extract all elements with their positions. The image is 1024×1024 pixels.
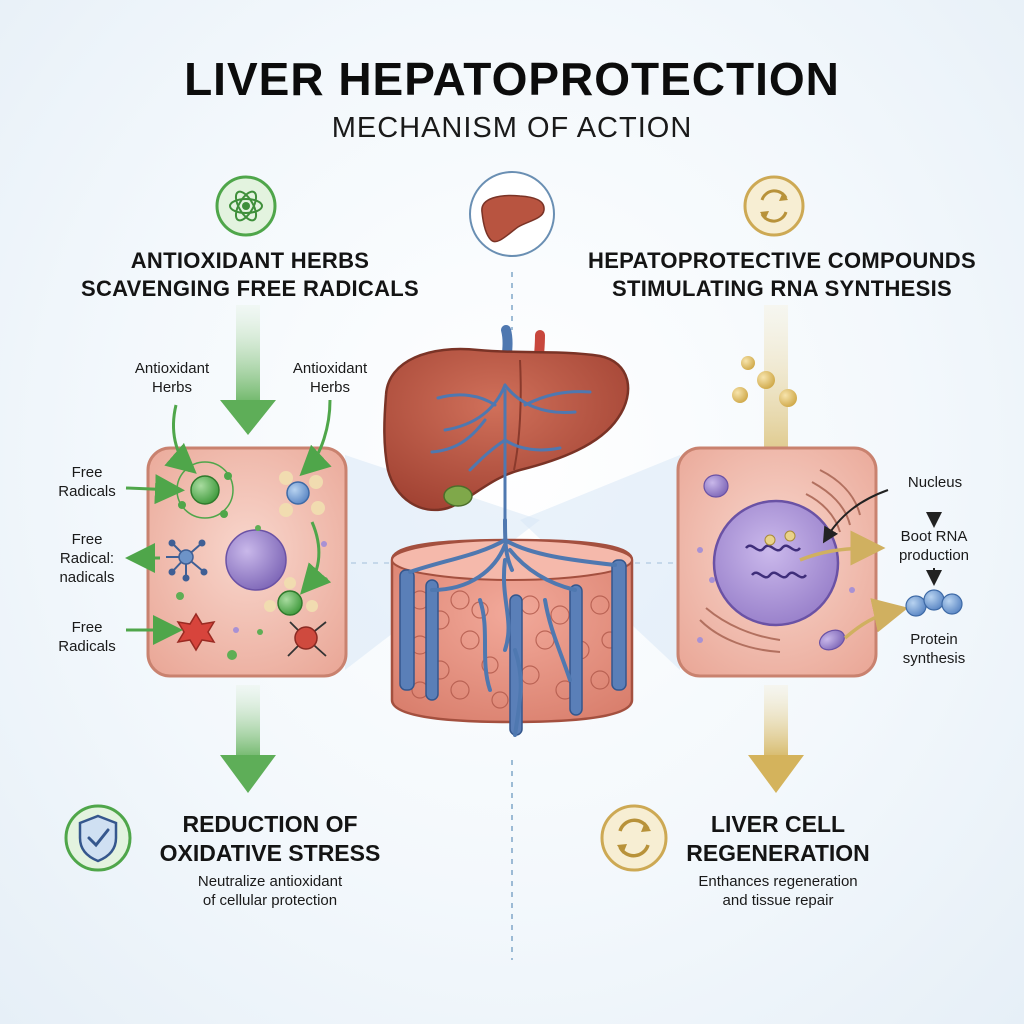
label-line: Antioxidant (270, 359, 390, 378)
label-line: synthesis (884, 649, 984, 668)
result-title-line: LIVER CELL (668, 810, 888, 839)
nucleus-label: Nucleus (890, 473, 980, 492)
free-radicals-label-3: Free Radicals (50, 618, 124, 656)
right-result-description: Enthances regeneration and tissue repair (668, 872, 888, 910)
result-title-line: REDUCTION OF (140, 810, 400, 839)
cycle-arrows-icon (745, 177, 803, 235)
liver-icon (470, 172, 554, 256)
atom-icon (217, 177, 275, 235)
label-line: Radicals (50, 637, 124, 656)
protein-synthesis-label: Protein synthesis (884, 630, 984, 668)
result-desc-line: of cellular protection (140, 891, 400, 910)
left-heading: ANTIOXIDANT HERBS SCAVENGING FREE RADICA… (70, 247, 430, 303)
label-line: Antioxidant (112, 359, 232, 378)
right-bottom-flow-arrow (748, 685, 804, 793)
label-line: Herbs (112, 378, 232, 397)
label-line: Free (50, 530, 124, 549)
left-heading-line-1: ANTIOXIDANT HERBS (70, 247, 430, 275)
label-line: Herbs (270, 378, 390, 397)
free-radicals-label-2: Free Radical: nadicals (50, 530, 124, 587)
left-liver-cell (148, 448, 346, 676)
free-radicals-label-1: Free Radicals (50, 463, 124, 501)
left-heading-line-2: SCAVENGING FREE RADICALS (70, 275, 430, 303)
label-line: Free (50, 618, 124, 637)
left-result-description: Neutralize antioxidant of cellular prote… (140, 872, 400, 910)
shield-check-icon (66, 806, 130, 870)
label-line: Boot RNA (884, 527, 984, 546)
left-bottom-flow-arrow (220, 685, 276, 793)
right-liver-cell (678, 448, 876, 676)
right-heading-line-2: STIMULATING RNA SYNTHESIS (572, 275, 992, 303)
label-line: nadicals (50, 568, 124, 587)
antioxidant-herbs-label-a: Antioxidant Herbs (112, 359, 232, 397)
label-line: production (884, 546, 984, 565)
protein-cluster (906, 590, 962, 616)
label-line: Radicals (50, 482, 124, 501)
result-title-line: REGENERATION (668, 839, 888, 868)
label-line: Protein (884, 630, 984, 649)
result-title-line: OXIDATIVE STRESS (140, 839, 400, 868)
left-result-title: REDUCTION OF OXIDATIVE STRESS (140, 810, 400, 868)
page-subtitle: MECHANISM OF ACTION (0, 112, 1024, 145)
right-result-title: LIVER CELL REGENERATION (668, 810, 888, 868)
rna-production-label: Boot RNA production (884, 527, 984, 565)
cycle-arrows-icon-bottom (602, 806, 666, 870)
label-line: Free (50, 463, 124, 482)
label-line: Radical: (50, 549, 124, 568)
result-desc-line: Enthances regeneration (668, 872, 888, 891)
right-heading: HEPATOPROTECTIVE COMPOUNDS STIMULATING R… (572, 247, 992, 303)
antioxidant-herbs-label-b: Antioxidant Herbs (270, 359, 390, 397)
page-title: LIVER HEPATOPROTECTION (0, 52, 1024, 106)
right-heading-line-1: HEPATOPROTECTIVE COMPOUNDS (572, 247, 992, 275)
result-desc-line: and tissue repair (668, 891, 888, 910)
result-desc-line: Neutralize antioxidant (140, 872, 400, 891)
